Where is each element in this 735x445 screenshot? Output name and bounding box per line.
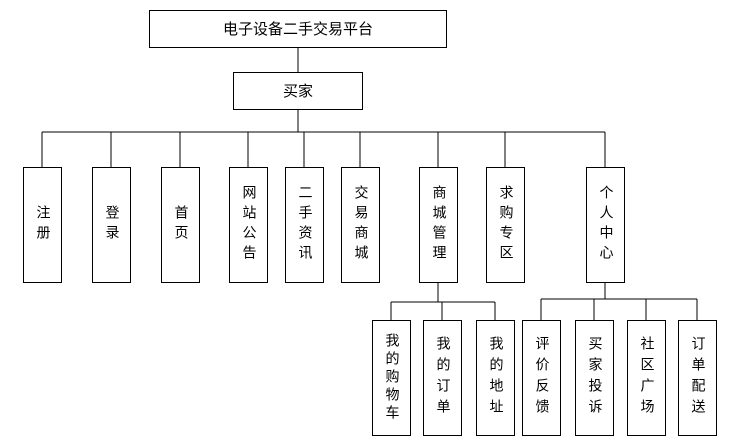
node-home-label: 首页 — [172, 205, 189, 245]
node-complaint-label: 买家投诉 — [586, 336, 603, 420]
node-address-label: 我的地址 — [487, 336, 504, 420]
node-community-label: 社区广场 — [638, 336, 655, 420]
node-feedback-label: 评价反馈 — [533, 336, 550, 420]
node-feedback: 评价反馈 — [522, 320, 561, 436]
node-cart-label: 我的购物车 — [383, 333, 400, 423]
node-personal-center-label: 个人中心 — [597, 185, 614, 265]
node-root: 电子设备二手交易平台 — [149, 10, 447, 48]
node-complaint: 买家投诉 — [575, 320, 614, 436]
node-buyer-label: 买家 — [282, 81, 313, 100]
node-announcement-label: 网站公告 — [240, 185, 257, 265]
node-login-label: 登录 — [103, 205, 120, 245]
node-mall-management: 商城管理 — [419, 167, 458, 283]
node-register-label: 注册 — [34, 205, 51, 245]
node-mall-management-label: 商城管理 — [430, 185, 447, 265]
node-home: 首页 — [161, 167, 200, 283]
node-register: 注册 — [23, 167, 62, 283]
node-wanted-label: 求购专区 — [497, 185, 514, 265]
node-news-label: 二手资讯 — [296, 185, 313, 265]
node-root-label: 电子设备二手交易平台 — [222, 19, 373, 38]
node-news: 二手资讯 — [285, 167, 324, 283]
node-address: 我的地址 — [476, 320, 515, 436]
node-login: 登录 — [92, 167, 131, 283]
node-wanted: 求购专区 — [486, 167, 525, 283]
node-mall: 交易商城 — [341, 167, 380, 283]
node-personal-center: 个人中心 — [586, 167, 625, 283]
node-delivery-label: 订单配送 — [689, 336, 706, 420]
node-orders: 我的订单 — [423, 320, 462, 436]
node-community: 社区广场 — [627, 320, 666, 436]
node-orders-label: 我的订单 — [434, 336, 451, 420]
node-buyer: 买家 — [233, 72, 363, 110]
node-announcement: 网站公告 — [229, 167, 268, 283]
node-delivery: 订单配送 — [678, 320, 717, 436]
node-cart: 我的购物车 — [372, 320, 411, 436]
node-mall-label: 交易商城 — [352, 185, 369, 265]
